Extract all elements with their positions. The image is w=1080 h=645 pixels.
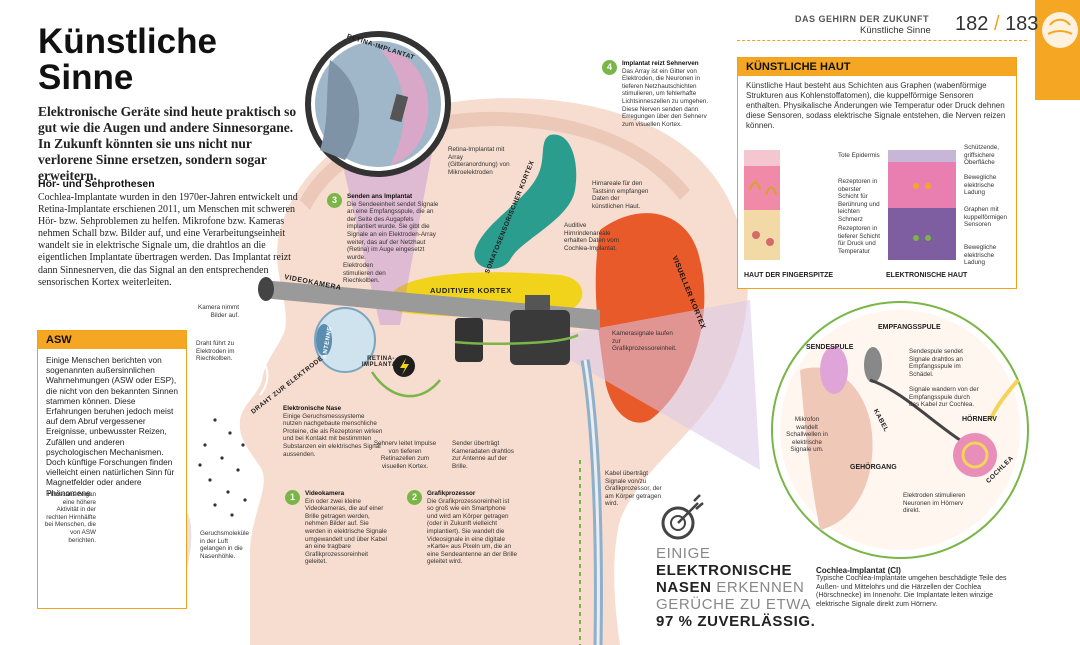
cochlea-implant-caption: Cochlea-Implantat (CI) Typische Cochlea-… [816, 566, 1026, 609]
section-label: DAS GEHIRN DER ZUKUNFT [795, 14, 929, 24]
step-1-number: 1 [285, 490, 300, 505]
skin-right-label-2: Bewegliche elektrische Ladung [964, 174, 997, 197]
optic-nerve-label: Sehnerv leitet Impulse von tieferen Reti… [373, 440, 437, 470]
ear-mic-desc: Mikrofon wandelt Schallwellen in elektri… [786, 416, 828, 454]
nose-title: Elektronische Nase [283, 405, 342, 412]
page-title: Künstliche Sinne [38, 24, 217, 96]
asw-scan-caption: Hirnscans zeigen eine höhere Aktivität i… [44, 491, 96, 544]
step-4-title: Implantat reizt Sehnerven [622, 60, 699, 67]
skin-right-label-1: Schützende, griffsichere Oberfläche [964, 144, 1000, 167]
somato-areas-label: Hirnareale für den Tastsinn empfangen Da… [592, 180, 649, 210]
pull-quote: EINIGE ELEKTRONISCHE NASEN ERKENNEN GERÜ… [656, 545, 816, 630]
ear-beam [560, 300, 760, 470]
asw-heading: ASW [38, 331, 186, 349]
auditory-cortex-label: AUDITIVER KORTEX [430, 286, 512, 295]
target-icon [661, 494, 704, 540]
electrodes-bulb-label: Elektroden stimulieren den Riechkolben. [343, 262, 386, 285]
page-number-sep: / [993, 13, 1000, 35]
hoernerv-label: HÖRNERV [962, 416, 997, 423]
smell-molecules [198, 418, 247, 517]
cochlea-implant-title: Cochlea-Implantat (CI) [816, 566, 901, 575]
quote-l1a: EINIGE [656, 545, 711, 562]
camera-signals-label: Kamerasignale laufen zur Grafikprozessor… [612, 330, 677, 353]
subsection-label: Künstliche Sinne [860, 25, 931, 36]
sendespule-label: SENDESPULE [806, 344, 854, 351]
signal-arrow [454, 333, 579, 345]
cable-label: Kabel überträgt Signale von/zu Grafikpro… [605, 470, 662, 508]
skin-right-label-4: Bewegliche elektrische Ladung [964, 244, 997, 267]
step-1-title: Videokamera [305, 490, 345, 497]
skin-right-caption: ELEKTRONISCHE HAUT [886, 272, 968, 279]
somato-cortex-shape [474, 134, 577, 269]
skin-box: KÜNSTLICHE HAUT Künstliche Haut besteht … [737, 57, 1017, 289]
page-numbers: 182 / 183 [955, 13, 1038, 36]
ear-send-desc: Sendespule sendet Signale drahtlos an Em… [909, 348, 963, 378]
eye-shape [314, 307, 376, 373]
molecules-label: Geruchsmoleküle in der Luft gelangen in … [200, 530, 249, 560]
step-1-text: Ein oder zwei kleine Videokameras, die a… [305, 497, 387, 566]
quote-l1b: ELEKTRONISCHE [656, 562, 793, 579]
skin-left-label-1: Tote Epidermis [838, 152, 880, 159]
processor-device [455, 318, 483, 362]
camera-lens-shape [258, 277, 274, 301]
step-4-text: Das Array ist ein Gitter von Elektroden,… [622, 67, 709, 128]
step-4-number: 4 [602, 60, 617, 75]
retina-array-label: Retina-Implantat mit Array (Gitteranordn… [448, 146, 510, 176]
running-header [737, 14, 1027, 41]
skin-left-caption: HAUT DER FINGERSPITZE [744, 272, 834, 279]
skin-right-label-3: Graphen mit kuppelförmigen Sensoren [964, 206, 1008, 229]
skin-heading: KÜNSTLICHE HAUT [738, 58, 1016, 76]
auditory-areas-label: Auditive Hirnrindenareale erhalten Daten… [564, 222, 619, 252]
step-2-title: Grafikprozessor [427, 490, 476, 497]
step-3-number: 3 [327, 193, 342, 208]
page-title-line1: Künstliche [38, 22, 217, 61]
ear-wander-desc: Signale wandern von der Empfangsspule du… [909, 386, 979, 409]
skin-left-label-2: Rezeptoren in oberster Schicht für Berüh… [838, 178, 880, 223]
wire-electrodes-label: Draht führt zu Elektroden im Riechkolben… [196, 340, 235, 363]
nose-text: Einige Geruchsmesssysteme nutzen nachgeb… [283, 412, 383, 458]
ear-electrode-desc: Elektroden stimulieren Neuronen im Hörne… [903, 492, 966, 515]
gehoergang-label: GEHÖRGANG [850, 464, 897, 471]
quote-l2a: NASEN [656, 579, 717, 596]
page-title-line2: Sinne [38, 58, 134, 97]
cochlea-implant-text: Typische Cochlea-Implantate umgehen besc… [816, 575, 1007, 608]
header-brain-icon [1035, 0, 1080, 100]
page-number-right: 183 [1005, 13, 1039, 35]
quote-l2b: ERKENNEN [716, 579, 805, 596]
prosthetics-text: Cochlea-Implantate wurden in den 1970er-… [38, 192, 298, 288]
step-3-text: Die Sendeeinheit sendet Signale an eine … [347, 200, 439, 261]
retina-small-label: RETINA-IMPLANTAT [361, 356, 401, 368]
skin-left-label-3: Rezeptoren in tieferer Schicht für Druck… [838, 225, 880, 255]
page-number-left: 182 [955, 13, 989, 35]
quote-l3: GERÜCHE ZU ETWA [656, 596, 812, 613]
asw-box: ASW Einige Menschen berichten von sogena… [37, 330, 187, 609]
step-2-text: Die Grafikprozessoreinheit ist so groß w… [427, 497, 517, 566]
prosthetics-heading: Hör- und Sehprothesen [38, 178, 155, 190]
empfangsspule-label: EMPFANGSSPULE [878, 324, 941, 331]
skin-diagrams [744, 150, 956, 260]
wire-shape [249, 349, 269, 396]
intro-text: Elektronische Geräte sind heute praktisc… [38, 104, 297, 183]
step-3-title: Senden ans Implantat [347, 193, 413, 200]
skin-text: Künstliche Haut besteht aus Schichten au… [746, 81, 1006, 130]
step-2-number: 2 [407, 490, 422, 505]
nose-note: Elektronische Nase Einige Geruchsmesssys… [283, 405, 383, 458]
camera-glasses-label: Kamera nimmt Bilder auf. [198, 304, 239, 319]
asw-text: Einige Menschen berichten von sogenannte… [46, 355, 178, 498]
quote-l4: 97 % ZUVERLÄSSIG. [656, 613, 816, 630]
sender-label: Sender überträgt Kameradaten drahtlos zu… [452, 440, 514, 470]
